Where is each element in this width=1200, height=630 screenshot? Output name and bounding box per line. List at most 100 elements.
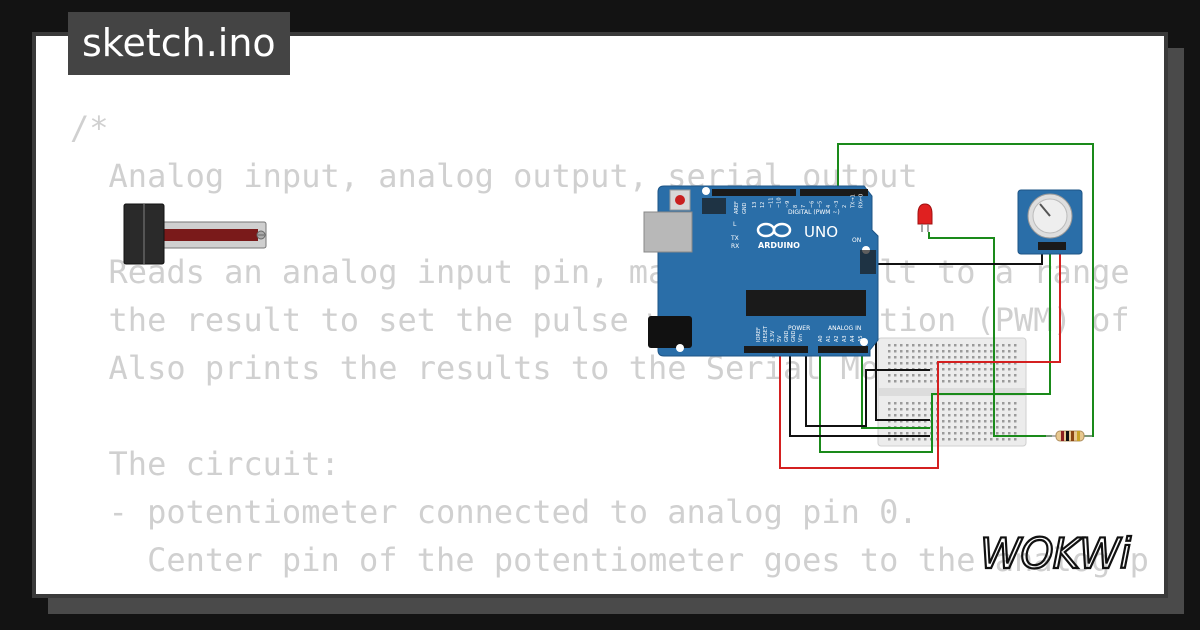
breadboard-hole <box>990 380 993 383</box>
breadboard-hole <box>942 356 945 359</box>
file-tab[interactable]: sketch.ino <box>68 12 290 75</box>
breadboard-hole <box>984 402 987 405</box>
breadboard-hole <box>888 350 891 353</box>
breadboard-hole <box>960 408 963 411</box>
breadboard-hole <box>918 374 921 377</box>
breadboard-hole <box>966 350 969 353</box>
breadboard-hole <box>1008 426 1011 429</box>
breadboard-hole <box>900 438 903 441</box>
breadboard-hole <box>972 408 975 411</box>
breadboard-hole <box>948 374 951 377</box>
breadboard-hole <box>948 380 951 383</box>
breadboard-hole <box>888 380 891 383</box>
breadboard-hole <box>1014 350 1017 353</box>
breadboard-hole <box>960 414 963 417</box>
breadboard-hole <box>900 350 903 353</box>
breadboard-hole <box>972 438 975 441</box>
breadboard-hole <box>948 350 951 353</box>
wire-green <box>928 232 1052 437</box>
breadboard-hole <box>900 420 903 423</box>
breadboard-hole <box>948 402 951 405</box>
breadboard-hole <box>918 414 921 417</box>
breadboard-hole <box>924 344 927 347</box>
breadboard-hole <box>900 356 903 359</box>
slide-potentiometer[interactable] <box>123 203 267 265</box>
breadboard-hole <box>972 380 975 383</box>
led-red[interactable] <box>917 203 933 232</box>
breadboard-hole <box>942 362 945 365</box>
arduino-pin-label: 3.3V <box>770 330 776 342</box>
arduino-pin-label: ~6 <box>809 201 815 208</box>
breadboard-hole <box>942 374 945 377</box>
arduino-uno[interactable]: DIGITAL (PWM ~) UNO ARDUINO POWER ANALOG… <box>643 185 879 357</box>
wire-red <box>779 248 1061 469</box>
arduino-pin-label: A3 <box>842 335 848 342</box>
arduino-model-label: UNO <box>804 223 838 241</box>
breadboard-hole <box>924 414 927 417</box>
breadboard-hole <box>990 432 993 435</box>
breadboard-hole <box>948 438 951 441</box>
breadboard-hole <box>1002 414 1005 417</box>
breadboard-hole <box>960 374 963 377</box>
arduino-pin-label: RX←0 <box>859 194 865 208</box>
breadboard-hole <box>1002 438 1005 441</box>
breadboard-hole <box>996 438 999 441</box>
arduino-pin-label: GND <box>742 202 748 214</box>
breadboard-hole <box>972 350 975 353</box>
breadboard-hole <box>942 438 945 441</box>
arduino-pin-label: A4 <box>850 335 856 342</box>
breadboard-hole <box>888 432 891 435</box>
breadboard-hole <box>954 426 957 429</box>
arduino-tx-label: TX <box>730 235 739 242</box>
breadboard-hole <box>984 374 987 377</box>
code-card: /* Analog input, analog output, serial o… <box>32 32 1168 598</box>
breadboard-hole <box>984 408 987 411</box>
arduino-pin-label: 2 <box>842 205 848 208</box>
breadboard-hole <box>1014 408 1017 411</box>
breadboard-hole <box>918 408 921 411</box>
breadboard-hole <box>924 432 927 435</box>
breadboard-hole <box>1014 356 1017 359</box>
breadboard-hole <box>906 380 909 383</box>
breadboard-hole <box>906 414 909 417</box>
breadboard-hole <box>924 402 927 405</box>
arduino-pin-label: GND <box>791 330 797 342</box>
breadboard-hole <box>954 380 957 383</box>
breadboard-hole <box>960 350 963 353</box>
breadboard-hole <box>942 420 945 423</box>
breadboard-hole <box>972 426 975 429</box>
breadboard-hole <box>978 356 981 359</box>
rotary-potentiometer[interactable] <box>1017 189 1083 255</box>
breadboard-hole <box>900 402 903 405</box>
breadboard-hole <box>1002 426 1005 429</box>
breadboard-hole <box>954 350 957 353</box>
breadboard-hole <box>984 426 987 429</box>
breadboard-hole <box>918 356 921 359</box>
breadboard-hole <box>990 368 993 371</box>
breadboard-hole <box>972 402 975 405</box>
breadboard-hole <box>924 374 927 377</box>
resistor[interactable] <box>1046 430 1092 442</box>
breadboard-hole <box>978 362 981 365</box>
breadboard-hole <box>900 362 903 365</box>
breadboard-hole <box>912 374 915 377</box>
code-line: /* <box>70 109 109 147</box>
arduino-pin-label: IOREF <box>756 327 762 342</box>
wire-black <box>805 346 930 427</box>
breadboard-hole <box>996 414 999 417</box>
breadboard-hole <box>930 362 933 365</box>
breadboard-hole <box>978 380 981 383</box>
breadboard-hole <box>906 356 909 359</box>
breadboard-hole <box>930 374 933 377</box>
breadboard-hole <box>924 438 927 441</box>
breadboard-hole <box>948 414 951 417</box>
breadboard-hole <box>894 350 897 353</box>
breadboard-hole <box>894 374 897 377</box>
breadboard-hole <box>912 438 915 441</box>
breadboard-hole <box>942 350 945 353</box>
breadboard-hole <box>954 414 957 417</box>
breadboard-hole <box>972 368 975 371</box>
breadboard-hole <box>978 350 981 353</box>
breadboard-hole <box>1002 356 1005 359</box>
breadboard-hole <box>966 380 969 383</box>
